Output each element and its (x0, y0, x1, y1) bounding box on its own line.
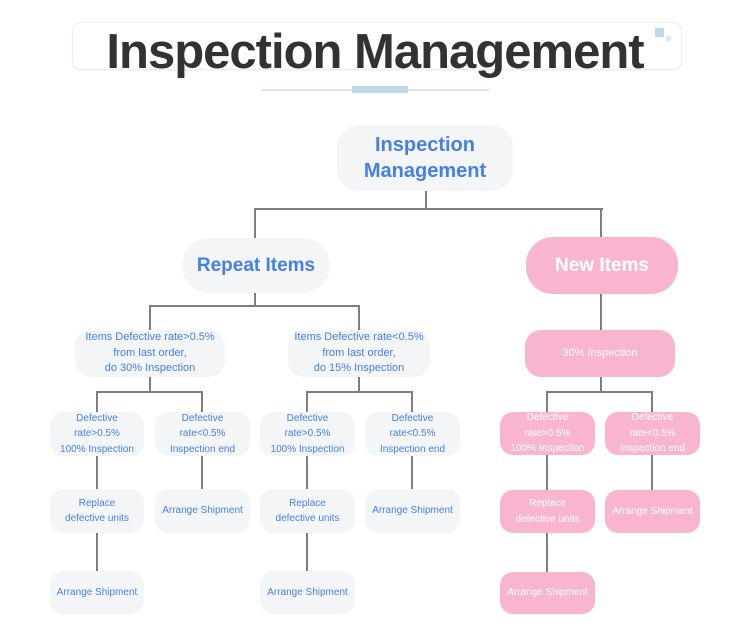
header-card (72, 22, 682, 70)
connector-root-down (425, 190, 427, 209)
connector-insp30-right (651, 391, 653, 413)
connector-cond2-right (411, 391, 413, 413)
decor-square-icon (655, 28, 664, 37)
connector-new-down (600, 294, 602, 331)
connector-repeat-down (254, 293, 256, 306)
node-b2-high-check[interactable]: Defective rate>0.5% 100% Inspection (260, 412, 355, 456)
node-b2-final-shipment[interactable]: Arrange Shipment (260, 571, 355, 614)
connector-cond2-left (306, 391, 308, 413)
connector-col4-l4-l5 (411, 456, 413, 489)
node-root[interactable]: Inspection Management (337, 125, 513, 191)
connector-col5-l5-l6 (546, 532, 548, 572)
node-new-arrange-shipment[interactable]: Arrange Shipment (605, 490, 700, 533)
connector-cond1-split (96, 391, 203, 393)
node-b2-arrange-shipment[interactable]: Arrange Shipment (365, 489, 460, 533)
connector-insp30-left (546, 391, 548, 413)
connector-col6-l4-l5 (651, 455, 653, 490)
connector-to-new (600, 208, 602, 238)
connector-col5-l4-l5 (546, 455, 548, 490)
connector-to-repeat (254, 208, 256, 239)
node-30-percent-inspection[interactable]: 30% Inspection (525, 330, 675, 377)
connector-cond1-left (96, 391, 98, 413)
page-title: Inspection Management (106, 25, 644, 79)
connector-col1-l5-l6 (96, 533, 98, 571)
node-b2-replace-units[interactable]: Replace defective units (260, 489, 355, 533)
connector-col3-l5-l6 (306, 533, 308, 571)
node-b1-high-check[interactable]: Defective rate>0.5% 100% Inspection (50, 412, 144, 456)
node-b1-low-check[interactable]: Defective rate<0.5% Inspection end (155, 412, 250, 456)
node-b2-low-check[interactable]: Defective rate<0.5% Inspection end (365, 412, 460, 456)
connector-col1-l4-l5 (96, 456, 98, 489)
node-new-replace-units[interactable]: Replace defective units (500, 490, 595, 533)
node-new-items[interactable]: New Items (526, 237, 678, 294)
node-new-high-check[interactable]: Defective rate>0.5% 100% Inspection (500, 412, 595, 455)
node-b1-final-shipment[interactable]: Arrange Shipment (50, 571, 144, 614)
connector-cond2-split (306, 391, 413, 393)
connector-to-cond1 (149, 305, 151, 331)
connector-col3-l4-l5 (306, 456, 308, 489)
node-new-final-shipment[interactable]: Arrange Shipment (500, 572, 595, 614)
connector-repeat-split (149, 305, 360, 307)
connector-cond2-down (358, 377, 360, 392)
decor-square-small-icon (666, 36, 671, 41)
node-b1-arrange-shipment[interactable]: Arrange Shipment (155, 489, 250, 533)
connector-cond1-down (149, 377, 151, 392)
connector-insp30-split (546, 391, 653, 393)
node-condition-low-rate[interactable]: Items Defective rate<0.5% from last orde… (288, 330, 430, 377)
connector-level1-split (254, 208, 603, 210)
connector-insp30-down (600, 377, 602, 392)
node-repeat-items[interactable]: Repeat Items (182, 238, 330, 293)
node-b1-replace-units[interactable]: Replace defective units (50, 489, 144, 533)
node-condition-high-rate[interactable]: Items Defective rate>0.5% from last orde… (75, 330, 225, 377)
title-underline-accent (352, 86, 408, 93)
connector-col2-l4-l5 (201, 456, 203, 489)
node-new-low-check[interactable]: Defective rate<0.5% Inspection end (605, 412, 700, 455)
connector-cond1-right (201, 391, 203, 413)
connector-to-cond2 (358, 305, 360, 331)
